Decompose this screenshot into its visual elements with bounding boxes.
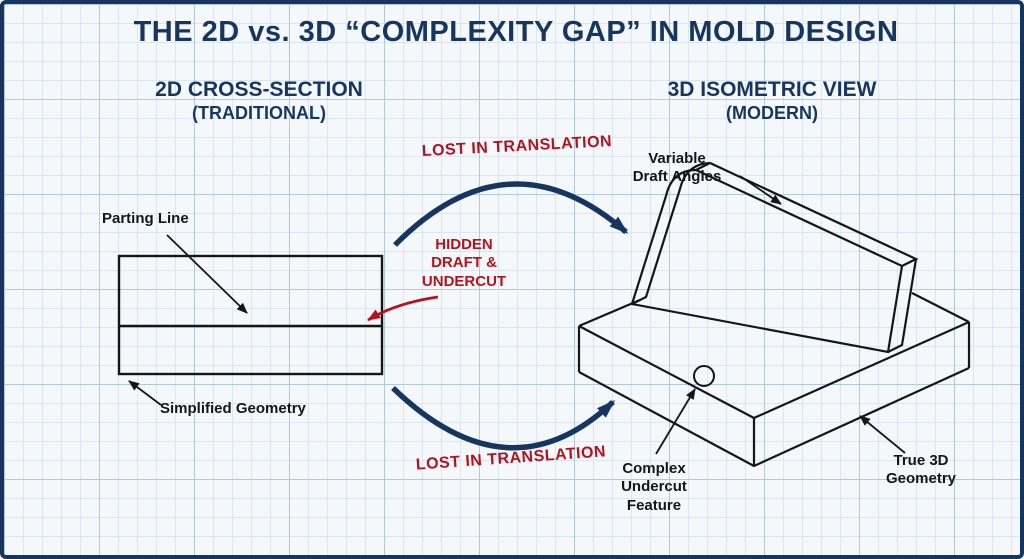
rib-left-end-face: [631, 161, 711, 305]
subheading-modern: (MODERN): [726, 103, 818, 123]
variable-draft-arrow: [739, 175, 782, 205]
rib-front-face: [630, 168, 904, 354]
lost-arrow-top: [393, 181, 629, 247]
parting-line-arrow: [166, 234, 248, 314]
rib-top-face: [695, 161, 919, 267]
label-variable-draft-angles: Variable Draft Angles: [632, 150, 722, 186]
slab-bottom-edges: [578, 366, 970, 468]
leader-arrows: [128, 175, 906, 455]
cross-section-drawing: [117, 254, 384, 376]
diagram-drawing: [117, 161, 971, 468]
slab-top-back-left-edge: [578, 298, 641, 328]
label-simplified-geometry: Simplified Geometry: [160, 400, 306, 417]
translation-arrows: [391, 181, 629, 451]
heading-3d-isometric-view: 3D ISOMETRIC VIEW: [667, 78, 877, 101]
label-parting-line: Parting Line: [102, 210, 189, 227]
heading-2d-cross-section: 2D CROSS-SECTION: [155, 78, 363, 101]
hidden-draft-arrow: [367, 295, 439, 322]
lost-arrow-bottom: [391, 386, 616, 451]
rib-right-end-face: [887, 258, 918, 353]
undercut-feature-hole: [693, 365, 715, 387]
page-title: THE 2D vs. 3D “COMPLEXITY GAP” IN MOLD D…: [133, 16, 899, 48]
subheading-traditional: (TRADITIONAL): [192, 103, 326, 123]
true-3d-arrow: [859, 415, 906, 454]
label-hidden-draft-undercut: HIDDEN DRAFT & UNDERCUT: [421, 236, 507, 290]
label-complex-undercut-feature: Complex Undercut Feature: [621, 460, 687, 514]
simplified-geometry-arrow: [128, 380, 162, 406]
complex-undercut-arrow: [655, 388, 696, 455]
slab-vertical-edges: [577, 322, 971, 466]
label-true-3d-geometry: True 3D Geometry: [885, 452, 957, 488]
isometric-drawing: [577, 161, 971, 468]
slab-top-back-right-edge: [911, 292, 970, 323]
mold-block-2d: [117, 254, 384, 376]
